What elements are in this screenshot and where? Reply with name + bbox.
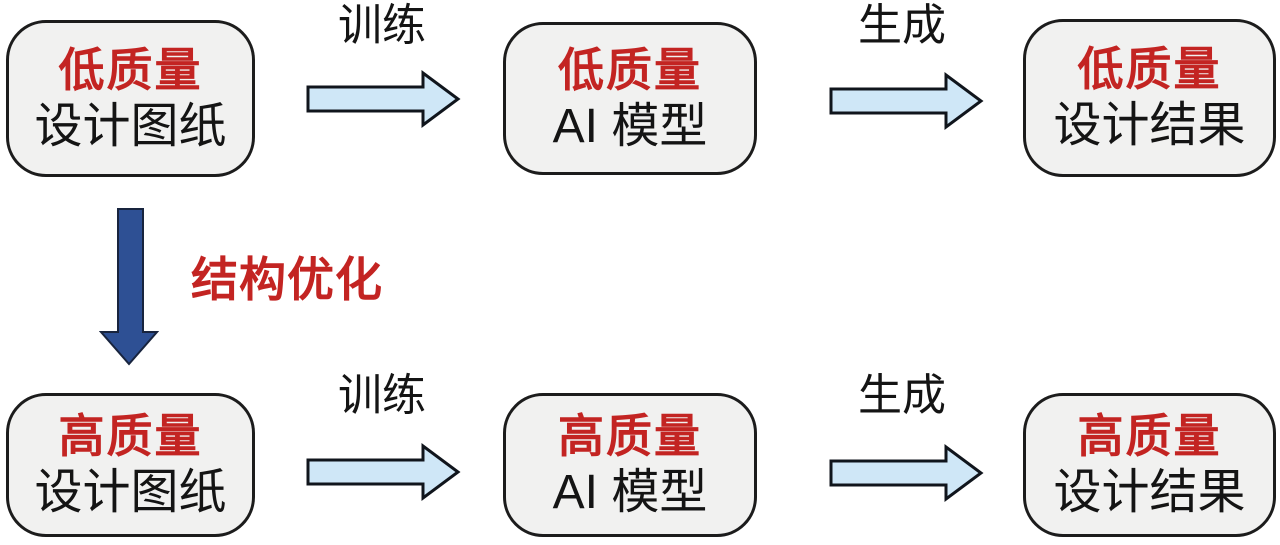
arrow-right-icon (306, 70, 461, 128)
node-label-text: 设计结果 (1053, 466, 1246, 519)
node-high-quality-design-drawings: 高质量 设计图纸 (6, 393, 255, 537)
node-low-quality-design-drawings: 低质量 设计图纸 (6, 20, 255, 177)
arrow-right-icon (306, 443, 461, 501)
node-label-text: 设计结果 (1053, 99, 1246, 152)
node-label-text: 设计图纸 (34, 466, 227, 519)
node-quality-text: 高质量 (558, 410, 702, 462)
node-low-quality-ai-model: 低质量 AI 模型 (503, 22, 757, 175)
node-low-quality-design-results: 低质量 设计结果 (1023, 19, 1276, 177)
node-high-quality-design-results: 高质量 设计结果 (1023, 393, 1276, 537)
node-label-text: AI 模型 (552, 466, 708, 519)
arrow-right-icon (829, 72, 984, 130)
generate-arrow-label-top: 生成 (858, 1, 946, 50)
node-label-text: AI 模型 (552, 99, 708, 153)
node-quality-text: 高质量 (1077, 410, 1222, 462)
node-label-text: 设计图纸 (34, 99, 227, 153)
train-arrow-label-top: 训练 (338, 1, 426, 50)
structure-optimization-label: 结构优化 (191, 253, 383, 306)
node-quality-text: 高质量 (58, 410, 203, 462)
arrow-right-icon (829, 444, 984, 502)
node-quality-text: 低质量 (1077, 43, 1222, 95)
node-high-quality-ai-model: 高质量 AI 模型 (503, 393, 757, 537)
node-quality-text: 低质量 (558, 43, 702, 96)
node-quality-text: 低质量 (58, 43, 203, 96)
train-arrow-label-bottom: 训练 (338, 371, 426, 420)
arrow-down-icon (99, 208, 159, 366)
generate-arrow-label-bottom: 生成 (858, 371, 946, 420)
